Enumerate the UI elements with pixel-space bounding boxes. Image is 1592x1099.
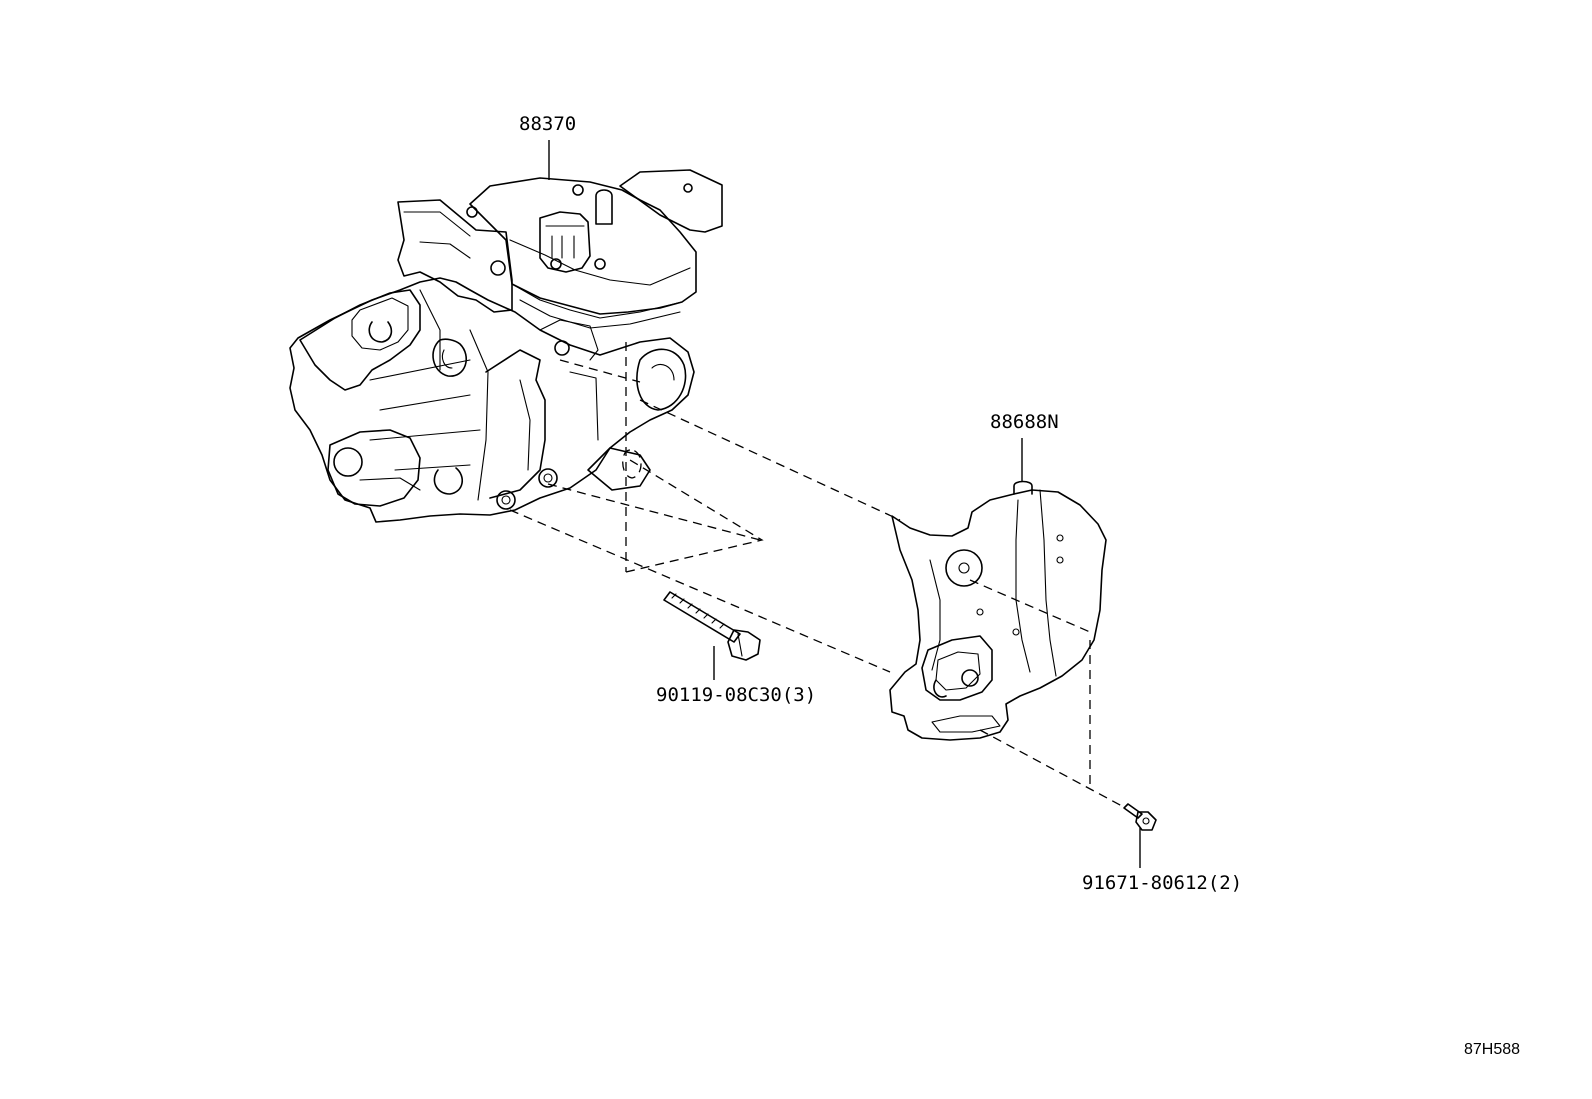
long-bolt-drawing [663, 591, 761, 661]
illustration-code: 87H588 [1464, 1041, 1521, 1058]
part-label-bolt-short[interactable]: 91671-80612(2) [1082, 872, 1243, 894]
part-label-compressor[interactable]: 88370 [519, 113, 577, 135]
leader-lines [548, 140, 1141, 868]
bracket-drawing [889, 480, 1107, 741]
part-label-bolt-long[interactable]: 90119-08C30(3) [656, 684, 817, 706]
alignment-lines [509, 342, 1123, 807]
compressor-drawing [289, 169, 723, 523]
short-bolt-drawing [1123, 803, 1157, 831]
part-label-bracket[interactable]: 88688N [990, 411, 1059, 433]
